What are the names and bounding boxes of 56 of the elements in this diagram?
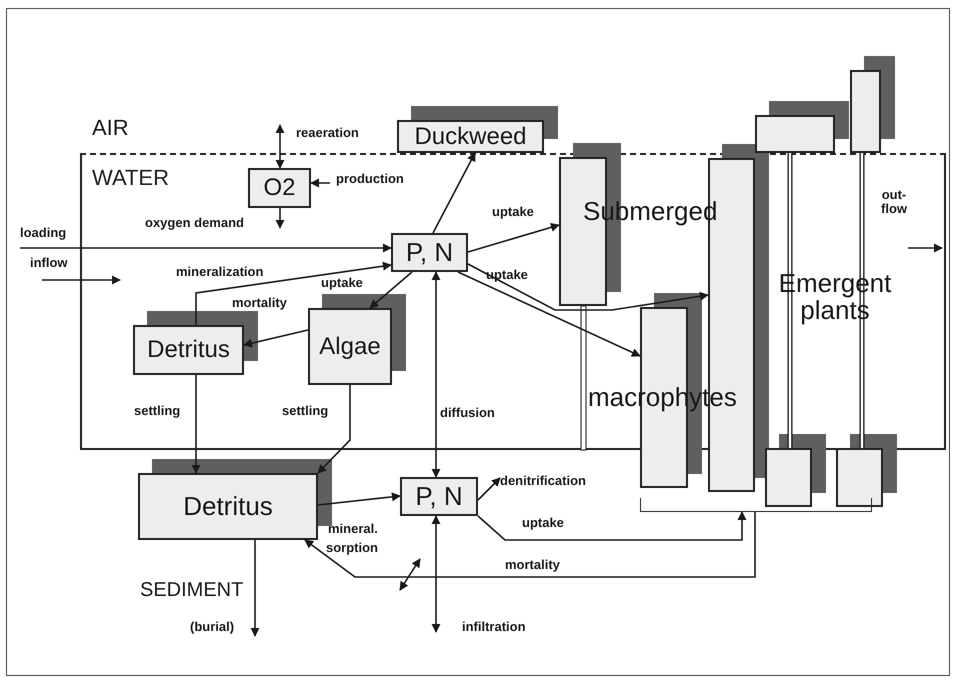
zone-label: WATER [92, 165, 169, 191]
node-label: Duckweed [414, 122, 527, 150]
edge-label: reaeration [296, 126, 359, 140]
flow-label: out- flow [880, 188, 908, 217]
edge-label: oxygen demand [145, 216, 244, 230]
zone-label: AIR [92, 116, 129, 140]
arrow [243, 329, 308, 348]
edge-label: mineralization [176, 265, 264, 280]
zone-label: SEDIMENT [140, 580, 244, 601]
flow-label: inflow [30, 256, 68, 270]
edge-label: (burial) [190, 620, 234, 634]
edge-label: infiltration [462, 620, 526, 634]
node-label: O2 [263, 174, 296, 202]
plant-stem [788, 153, 792, 448]
node-label: Algae [319, 332, 381, 360]
edge-label: diffusion [440, 406, 495, 420]
arrow [195, 262, 392, 325]
arrow [477, 477, 501, 501]
edge-label: production [336, 172, 404, 186]
edge-label: denitrification [500, 474, 586, 488]
edge-label: loading [20, 226, 66, 240]
edge-label: uptake [321, 276, 363, 290]
edge-label: mortality [232, 296, 287, 310]
arrow [192, 375, 200, 474]
arrow [250, 540, 260, 637]
node-label: Detritus [147, 336, 230, 364]
arrow [304, 512, 756, 578]
edge-label: uptake [522, 516, 564, 530]
edge-label: mineral. [328, 522, 378, 536]
flow-label: sorption [326, 541, 378, 556]
arrow [276, 124, 284, 169]
plant-stem [860, 153, 864, 448]
pool-box [400, 477, 478, 516]
edge-label: settling [134, 404, 180, 418]
arrow [468, 223, 560, 253]
arrow [468, 263, 709, 311]
arrow [369, 271, 413, 309]
arrow [458, 271, 641, 357]
pool-box [248, 168, 311, 208]
bracket [640, 498, 872, 512]
arrow [432, 271, 440, 478]
edge-label: settling [282, 404, 328, 418]
arrow [276, 208, 284, 229]
arrow [20, 244, 392, 252]
arrow [477, 511, 746, 541]
edge-label: uptake [492, 205, 534, 220]
node-label: P, N [406, 237, 454, 268]
arrow [432, 152, 476, 234]
node-label: Detritus [183, 491, 273, 522]
arrow [317, 385, 351, 474]
pool-box [391, 233, 468, 272]
edge-label: uptake [486, 268, 528, 282]
edge-label: mortality [505, 558, 560, 572]
arrow [432, 515, 440, 633]
arrow [310, 178, 330, 188]
node-label: P, N [415, 481, 463, 512]
